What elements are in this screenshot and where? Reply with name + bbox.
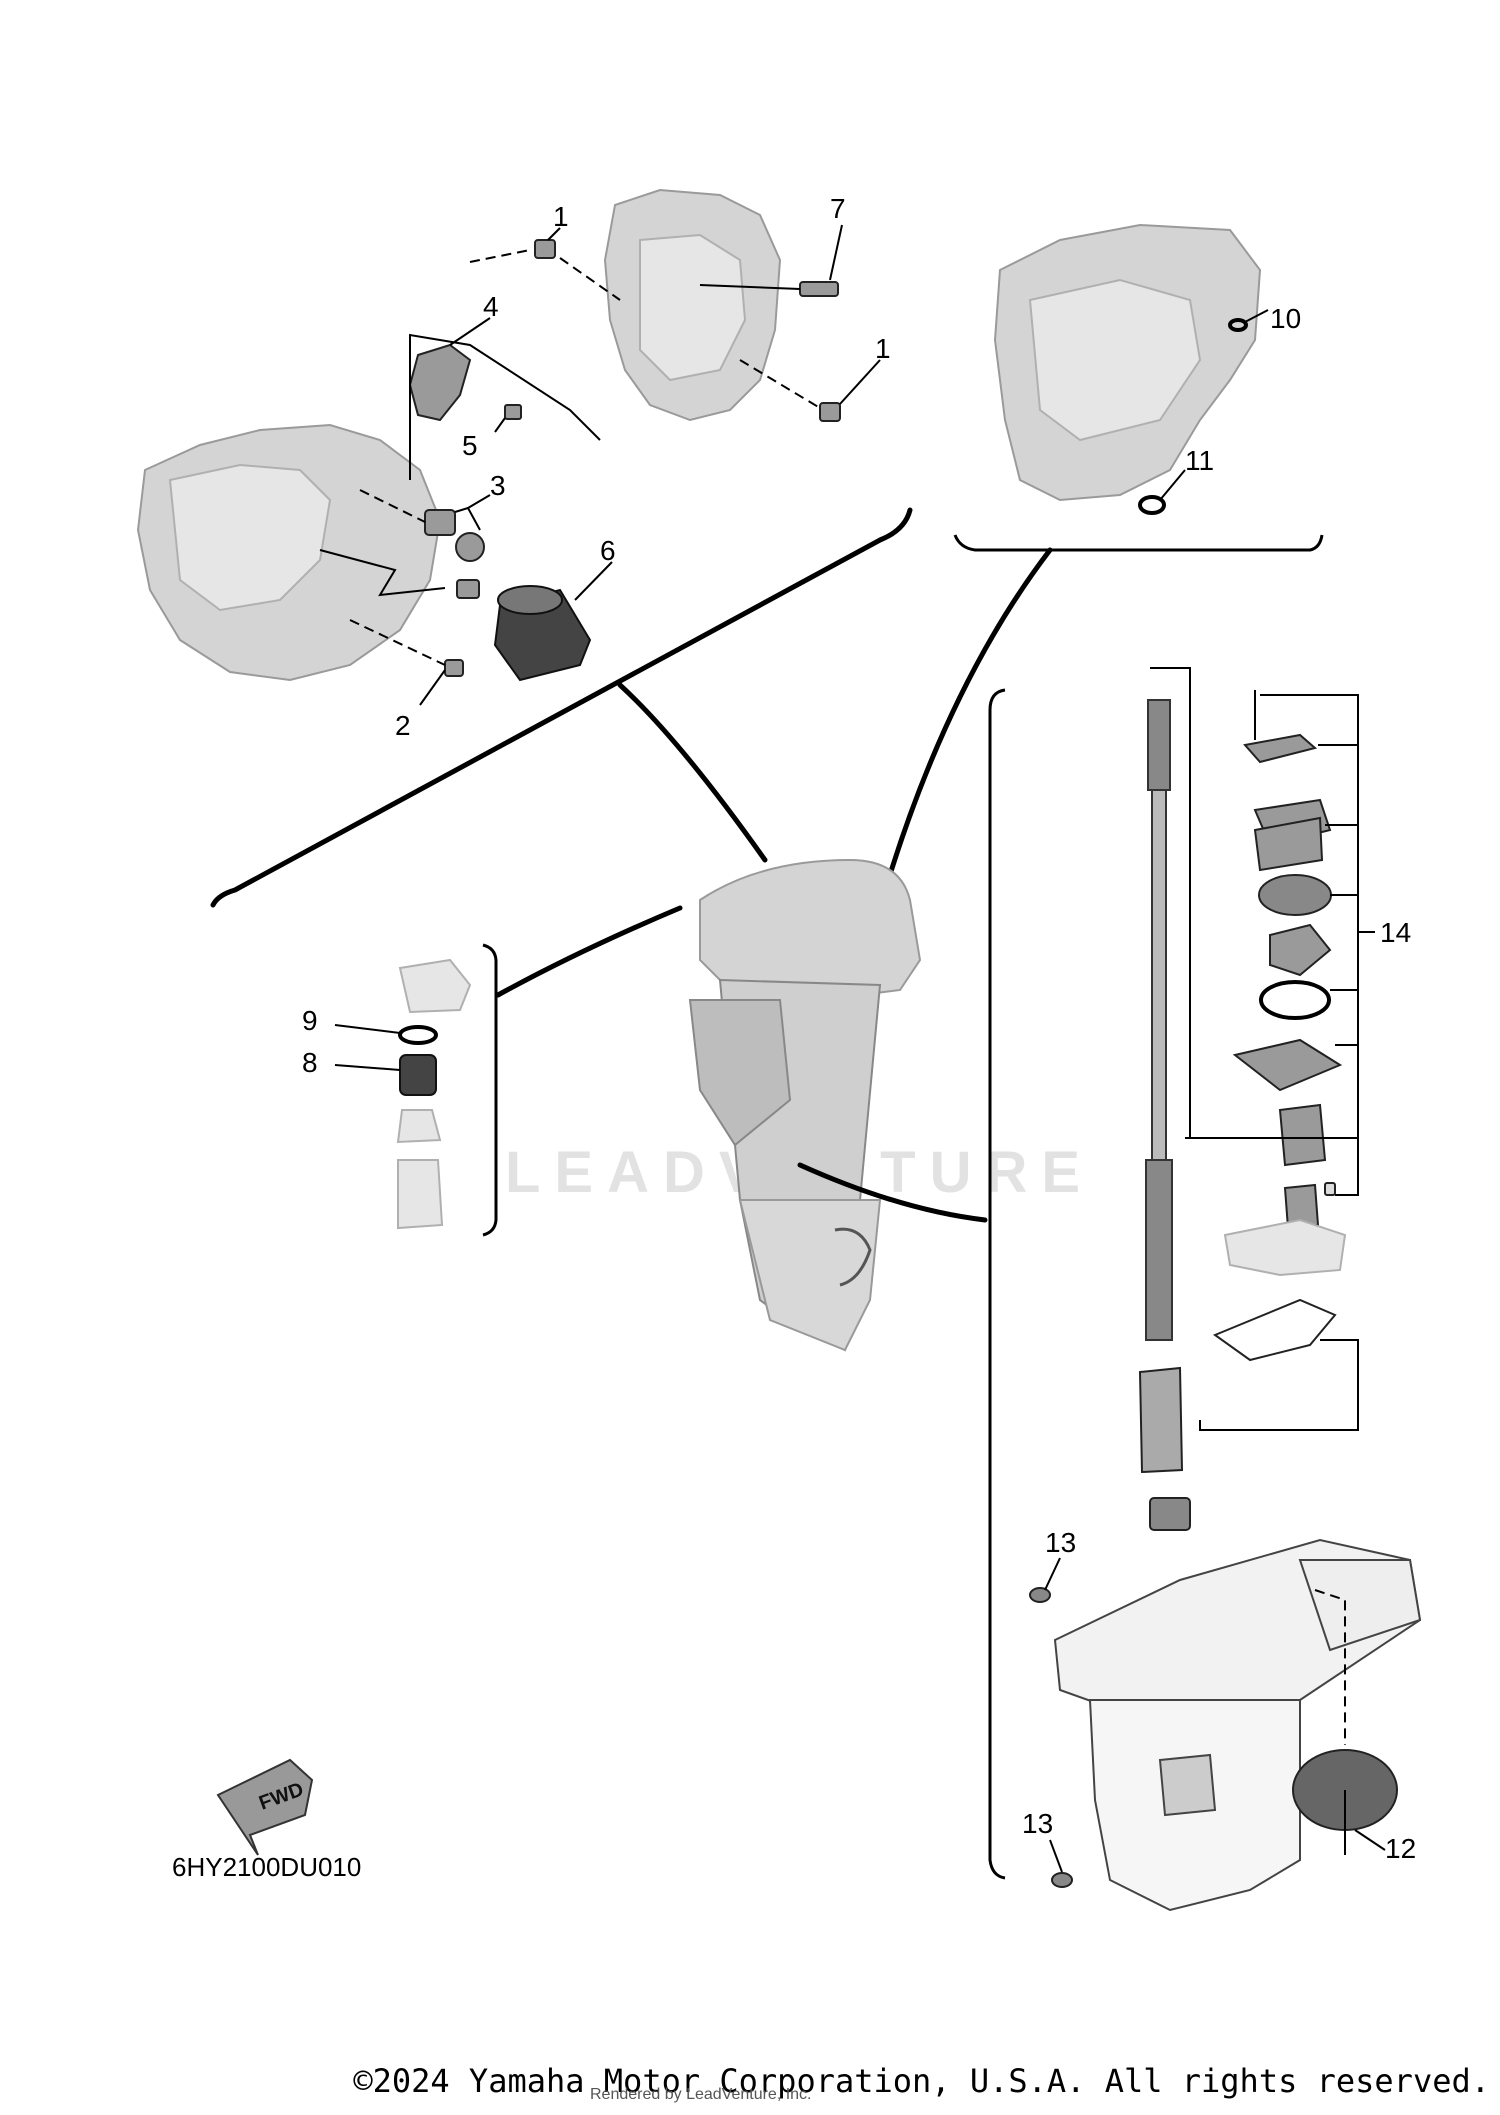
fwd-arrow-icon: FWD — [216, 1758, 314, 1856]
part-9-o-ring — [398, 1025, 438, 1045]
callout-12: 12 — [1385, 1833, 1416, 1864]
part-1-plug-lower — [819, 402, 841, 422]
callout-11: 11 — [1185, 445, 1214, 476]
callout-14: 14 — [1380, 917, 1411, 948]
callout-13-lower: 13 — [1022, 1808, 1053, 1839]
bracket-top-right — [953, 534, 1324, 552]
fuel-filter-cup — [397, 1159, 444, 1230]
fuel-filter-cap — [398, 958, 472, 1014]
copyright-text: ©2024 Yamaha Motor Corporation, U.S.A. A… — [353, 2062, 1490, 2100]
callout-6: 6 — [600, 535, 616, 566]
outboard-motor — [688, 858, 922, 1352]
bracket-fuel-filter — [482, 943, 498, 1237]
part-7-spark-plug — [799, 281, 839, 297]
callout-8: 8 — [302, 1047, 318, 1078]
engine-block-right — [993, 223, 1262, 502]
callout-4: 4 — [483, 291, 499, 322]
shaft-sleeve — [1138, 1366, 1184, 1474]
bracket-top-left — [210, 507, 913, 908]
callout-1-top: 1 — [553, 201, 569, 232]
part-11-o-ring — [1138, 495, 1166, 515]
part-5-fitting — [504, 404, 522, 420]
drive-shaft — [1145, 667, 1191, 1341]
bearing — [1149, 1497, 1191, 1531]
bracket-lower-unit — [988, 688, 1006, 1880]
callout-13-upper: 13 — [1045, 1527, 1076, 1558]
link-motor-to-lower — [797, 1162, 988, 1223]
part-2-plug — [444, 659, 464, 677]
drawing-code: 6HY2100DU010 — [172, 1852, 361, 1882]
part-13-bolt-lower — [1051, 1872, 1073, 1888]
copyright-notice: ©2024 Yamaha Motor Corporation, U.S.A. A… — [0, 2062, 1500, 2100]
callout-5: 5 — [462, 430, 478, 461]
link-motor-to-left — [495, 905, 683, 998]
rendered-by-text: Rendered by LeadVenture, Inc. — [590, 2086, 812, 2103]
callout-9: 9 — [302, 1005, 318, 1036]
water-pump-kit — [1185, 690, 1375, 1431]
engine-block-left — [136, 423, 442, 682]
part-10-o-ring — [1228, 318, 1248, 332]
part-6-adapter — [456, 579, 480, 599]
part-8-filter-element — [399, 1054, 437, 1096]
part-13-bolt-upper — [1029, 1587, 1051, 1603]
callout-10: 10 — [1270, 303, 1301, 334]
callout-7: 7 — [830, 193, 846, 224]
part-4-gasket — [408, 343, 472, 422]
part-1-plug-top — [534, 239, 556, 259]
link-left-to-motor — [617, 682, 768, 863]
part-6-oil-filter — [493, 585, 592, 682]
part-3-fitting — [424, 509, 456, 536]
part-3-washer — [455, 532, 485, 562]
callout-1-lower: 1 — [875, 333, 891, 364]
callout-3: 3 — [490, 470, 506, 501]
lower-unit-housing — [1053, 1538, 1422, 1912]
engine-block-top — [603, 188, 782, 422]
callout-2: 2 — [395, 710, 411, 741]
